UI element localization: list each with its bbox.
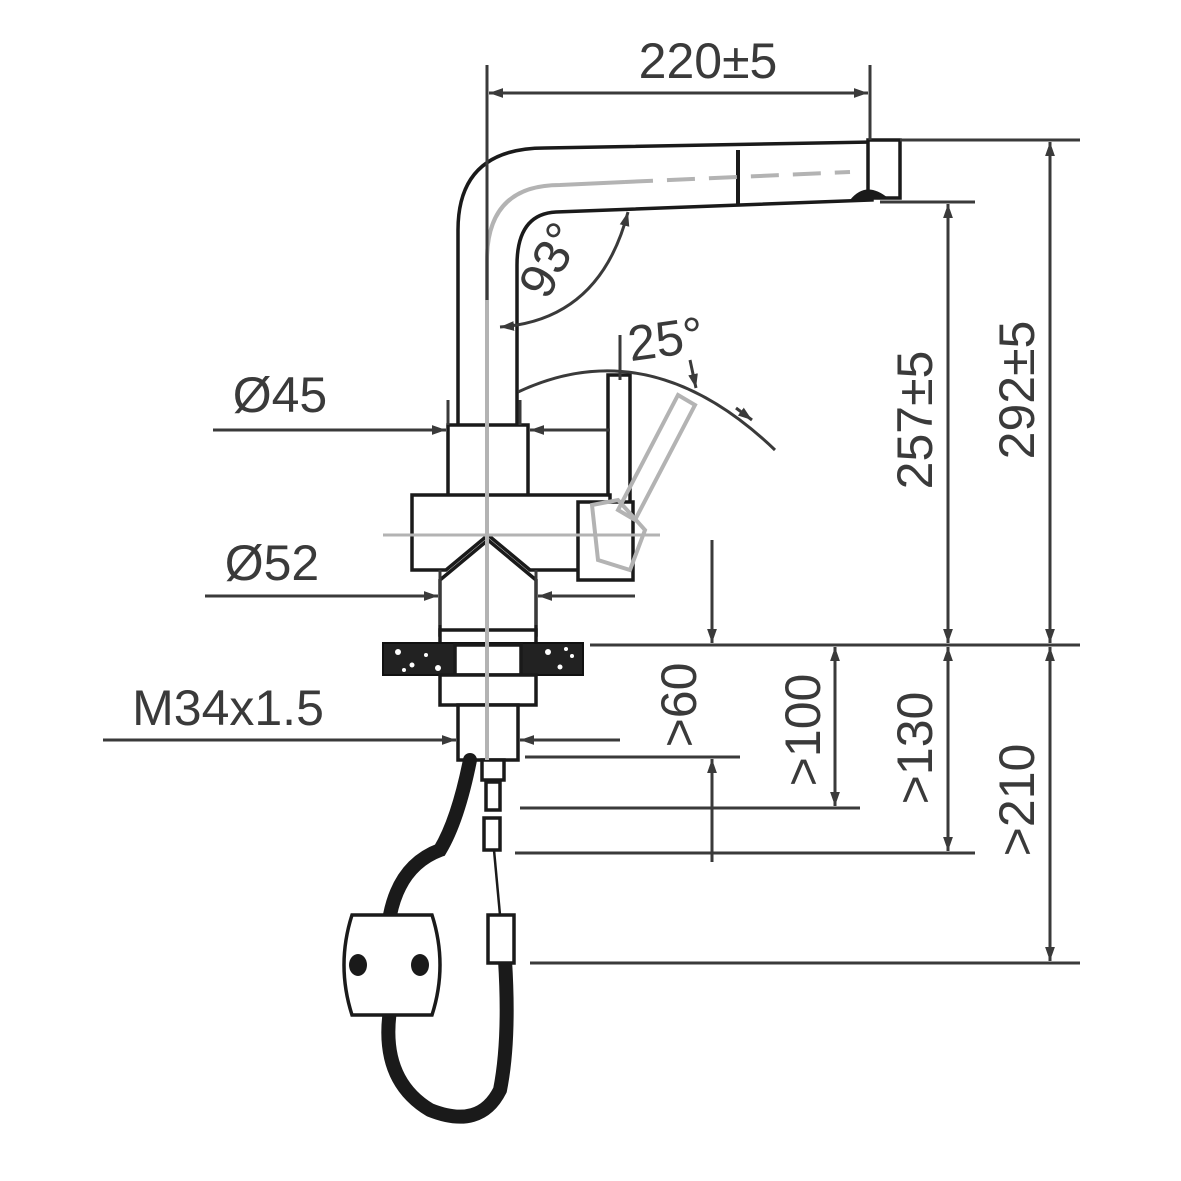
label-130: >130 <box>887 692 943 805</box>
label-210: >210 <box>989 744 1045 857</box>
label-60: >60 <box>651 663 707 748</box>
dimension-labels: 220±5 93° 25° Ø45 Ø52 M34x1.5 257±5 292±… <box>132 33 1045 856</box>
label-257: 257±5 <box>887 351 943 490</box>
lever-angle-tick <box>688 359 698 389</box>
spray-nozzle <box>850 189 888 200</box>
pull-out-hose <box>381 953 514 1124</box>
label-thread: M34x1.5 <box>132 680 324 736</box>
spray-head-end <box>866 138 902 200</box>
lever-angle-arrow <box>735 406 753 422</box>
faucet-body <box>342 138 902 1124</box>
label-d45: Ø45 <box>233 367 328 423</box>
label-100: >100 <box>775 674 831 787</box>
lever-ghost-base <box>589 497 648 573</box>
hose-line <box>492 849 502 916</box>
weight-screw-left <box>349 954 367 976</box>
label-d52: Ø52 <box>225 535 320 591</box>
ghost-lines <box>383 170 851 760</box>
hose-end-fitting <box>486 913 516 965</box>
spout-centerline-dash <box>624 170 851 184</box>
label-292: 292±5 <box>989 321 1045 460</box>
hose-fitting <box>484 780 502 812</box>
spout-angle-arc <box>499 211 630 331</box>
label-spout-reach: 220±5 <box>639 33 778 89</box>
weight-screw-right <box>411 954 429 976</box>
countertop-speckles <box>395 647 574 672</box>
label-lever-angle: 25° <box>624 306 707 372</box>
hose-weight <box>342 913 442 1017</box>
lever-angle-arc <box>517 369 777 452</box>
hose-fitting-lower <box>482 816 502 852</box>
hose-connector <box>480 758 506 782</box>
dimension-lines <box>103 65 1080 965</box>
